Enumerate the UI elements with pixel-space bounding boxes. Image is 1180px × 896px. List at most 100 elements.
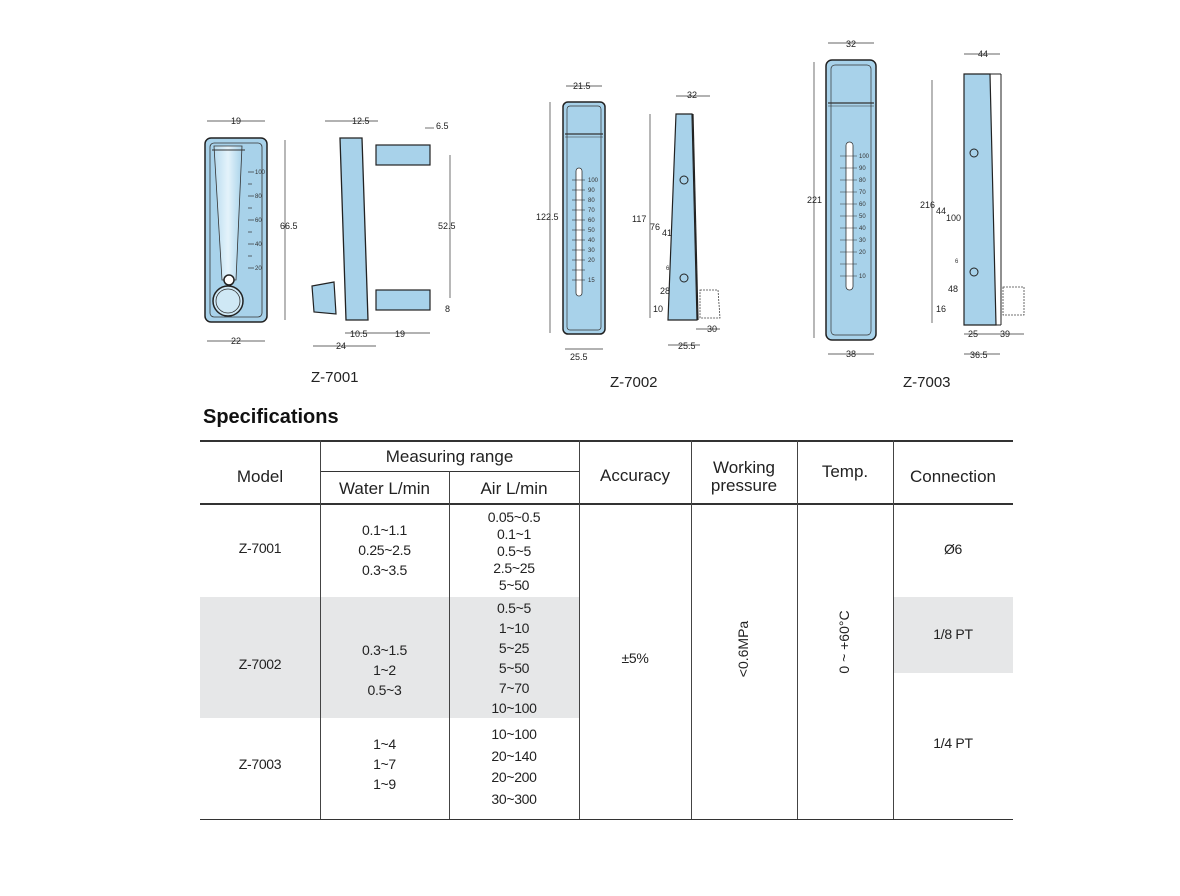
water-value: 0.3~3.5 bbox=[362, 562, 407, 578]
z7001-dim-port-length: 19 bbox=[395, 329, 405, 339]
air-value: 0.1~1 bbox=[497, 526, 531, 542]
header-air: Air L/min bbox=[480, 479, 548, 498]
col-divider-6 bbox=[893, 440, 894, 819]
z7003-scale-90: 90 bbox=[859, 166, 866, 172]
specifications-table: Model Measuring range Water L/min Air L/… bbox=[200, 440, 1013, 820]
z7002-dim-depth-top: 32 bbox=[687, 90, 697, 100]
col-divider-1 bbox=[320, 440, 321, 819]
z7003-scale-20: 20 bbox=[859, 250, 866, 256]
z7002-scale-ticks bbox=[572, 179, 585, 281]
z7001-scale-20: 20 bbox=[255, 266, 262, 272]
z7003-front-view: 100 90 80 70 60 50 40 30 20 10 32 221 38 bbox=[807, 39, 877, 359]
connection-z7001: Ø6 bbox=[943, 541, 963, 557]
specifications-title: Specifications bbox=[203, 406, 339, 428]
water-value: 1~7 bbox=[373, 756, 396, 772]
z7003-dim-height: 221 bbox=[807, 195, 822, 205]
z7002-dim-25-5: 25.5 bbox=[678, 341, 696, 351]
z7002-scale-40: 40 bbox=[588, 238, 595, 244]
z7002-dim-28: 28 bbox=[660, 286, 670, 296]
water-value: 1~2 bbox=[373, 662, 396, 678]
z7001-label: Z-7001 bbox=[311, 369, 359, 386]
header-water: Water L/min bbox=[338, 479, 430, 498]
z7001-front-view: 100 80 60 40 20 19 66.5 22 bbox=[204, 116, 298, 346]
z7002-scale-20: 20 bbox=[588, 258, 595, 264]
z7003-scale-30: 30 bbox=[859, 238, 866, 244]
water-value: 0.3~1.5 bbox=[362, 642, 407, 658]
col-divider-2 bbox=[449, 471, 450, 819]
product-drawings: 100 80 60 40 20 19 66.5 22 12.5 6.5 52.5… bbox=[204, 39, 1025, 362]
header-connection: Connection bbox=[909, 467, 996, 486]
z7003-dim-width-top: 32 bbox=[846, 39, 856, 49]
z7002-label: Z-7002 bbox=[610, 374, 658, 391]
header-bottom-rule bbox=[200, 503, 1013, 505]
z7001-dim-width-bottom: 22 bbox=[231, 336, 241, 346]
col-divider-4 bbox=[691, 440, 692, 819]
header-working-pressure: Working pressure bbox=[691, 459, 797, 495]
water-value: 0.1~1.1 bbox=[362, 522, 407, 538]
header-working-line: Working bbox=[712, 458, 776, 477]
z7002-scale-80: 80 bbox=[588, 198, 595, 204]
z7002-scale-90: 90 bbox=[588, 188, 595, 194]
z7001-dim-port-offset: 8 bbox=[445, 304, 450, 314]
header-pressure-line: pressure bbox=[710, 476, 778, 495]
z7001-dim-body-depth: 10.5 bbox=[350, 329, 368, 339]
z7002-dim-41: 41 bbox=[662, 228, 672, 238]
z7001-dim-height: 66.5 bbox=[280, 221, 298, 231]
z7002-scale-70: 70 bbox=[588, 208, 595, 214]
model-z7001: Z-7001 bbox=[238, 540, 282, 556]
air-value: 1~10 bbox=[498, 620, 530, 636]
z7001-dim-port: 6.5 bbox=[436, 121, 449, 131]
z7001-scale-ticks bbox=[248, 171, 254, 269]
header-model: Model bbox=[236, 467, 284, 486]
air-value: 10~100 bbox=[491, 700, 537, 716]
water-value: 1~9 bbox=[373, 776, 396, 792]
working-pressure-value: <0.6MPa bbox=[735, 620, 751, 678]
model-z7002: Z-7002 bbox=[238, 656, 282, 672]
water-value: 1~4 bbox=[373, 736, 396, 752]
header-measuring-range: Measuring range bbox=[385, 447, 514, 466]
col-divider-5 bbox=[797, 440, 798, 819]
z7003-scale-70: 70 bbox=[859, 190, 866, 196]
z7003-scale-80: 80 bbox=[859, 178, 866, 184]
z7003-scale-ticks bbox=[840, 155, 857, 277]
water-range-z7002: 0.3~1.5 1~2 0.5~3 bbox=[320, 640, 449, 700]
z7003-side-view: 44 216 44 100 48 16 6 25 39 36.5 bbox=[920, 49, 1025, 360]
row-shade-z7002 bbox=[200, 597, 579, 718]
connection-z7002: 1/8 PT bbox=[933, 626, 973, 642]
z7003-dim-side-height: 216 bbox=[920, 200, 935, 210]
temp-value: 0 ~ +60°C bbox=[836, 610, 852, 674]
z7002-scale-50: 50 bbox=[588, 228, 595, 234]
z7001-dim-total-depth: 24 bbox=[336, 341, 346, 351]
z7003-scale-10: 10 bbox=[859, 274, 866, 280]
z7001-side-view: 12.5 6.5 52.5 8 10.5 19 24 bbox=[311, 116, 456, 351]
z7002-dim-6: 6 bbox=[666, 266, 670, 272]
z7003-dim-16: 16 bbox=[936, 304, 946, 314]
air-value: 30~300 bbox=[491, 790, 537, 807]
z7002-scale-60: 60 bbox=[588, 218, 595, 224]
air-range-z7001: 0.05~0.5 0.1~1 0.5~5 2.5~25 5~50 bbox=[449, 509, 579, 594]
z7002-dim-10: 10 bbox=[653, 304, 663, 314]
z7001-scale-100: 100 bbox=[255, 170, 266, 176]
air-value: 0.05~0.5 bbox=[487, 509, 541, 525]
air-value: 5~50 bbox=[498, 660, 530, 676]
air-value: 5~50 bbox=[498, 577, 530, 593]
z7003-scale-50: 50 bbox=[859, 214, 866, 220]
air-value: 0.5~5 bbox=[497, 543, 531, 559]
z7002-dim-width-top: 21.5 bbox=[573, 81, 591, 91]
water-range-z7001: 0.1~1.1 0.25~2.5 0.3~3.5 bbox=[320, 520, 449, 580]
connection-shade-z7002 bbox=[893, 597, 1013, 673]
z7003-scale-100: 100 bbox=[859, 154, 870, 160]
z7003-scale-60: 60 bbox=[859, 202, 866, 208]
air-range-z7003: 10~100 20~140 20~200 30~300 bbox=[449, 724, 579, 810]
header-temp: Temp. bbox=[821, 462, 869, 481]
air-value: 20~140 bbox=[491, 747, 537, 764]
col-divider-3 bbox=[579, 440, 580, 819]
model-z7003: Z-7003 bbox=[238, 756, 282, 772]
z7002-side-view: 32 117 76 41 28 10 6 30 25.5 bbox=[632, 90, 721, 351]
z7002-dim-76: 76 bbox=[650, 222, 660, 232]
connection-z7003: 1/4 PT bbox=[933, 735, 973, 751]
z7003-dim-39: 39 bbox=[1000, 329, 1010, 339]
z7002-dim-width-bottom: 25.5 bbox=[570, 352, 588, 362]
z7001-dim-depth-top: 12.5 bbox=[352, 116, 370, 126]
z7003-dim-6: 6 bbox=[955, 259, 959, 265]
